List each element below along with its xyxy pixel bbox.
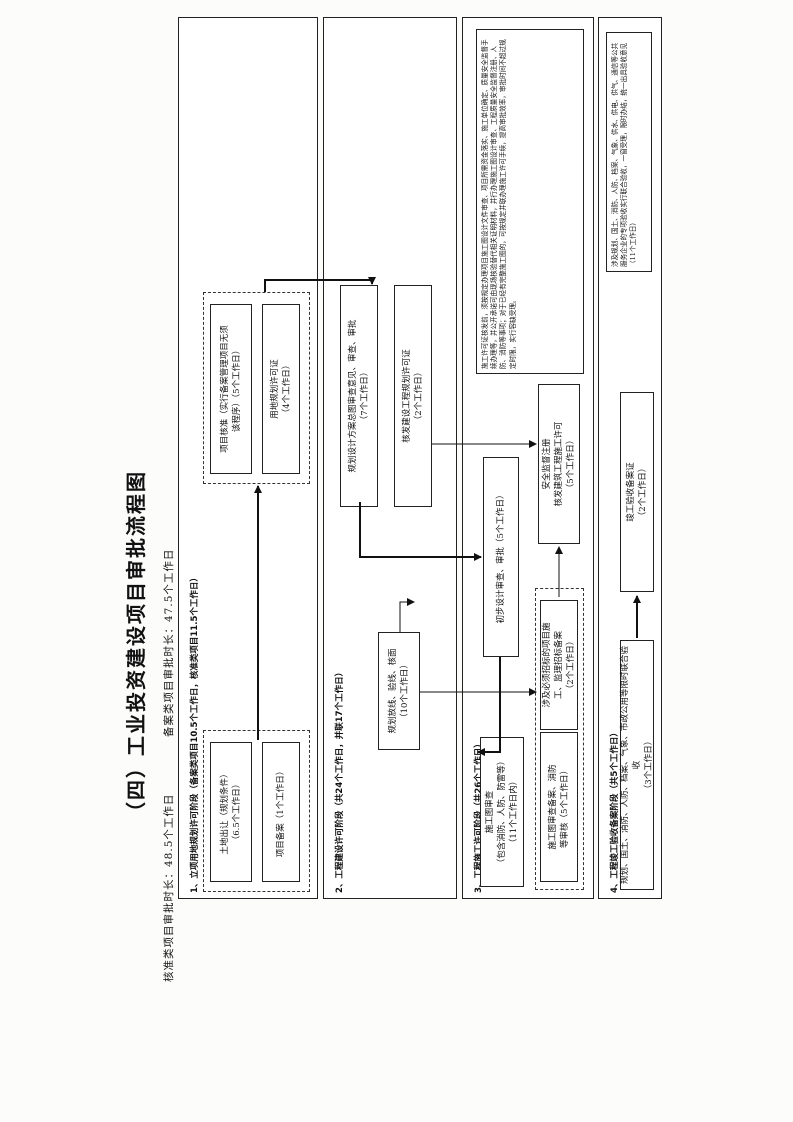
arrow-prelim-to-review	[477, 657, 501, 756]
arrow-survey-link	[399, 598, 415, 632]
arrow-design-to-prelim	[359, 502, 482, 561]
arrow-approval-to-design	[264, 277, 376, 292]
